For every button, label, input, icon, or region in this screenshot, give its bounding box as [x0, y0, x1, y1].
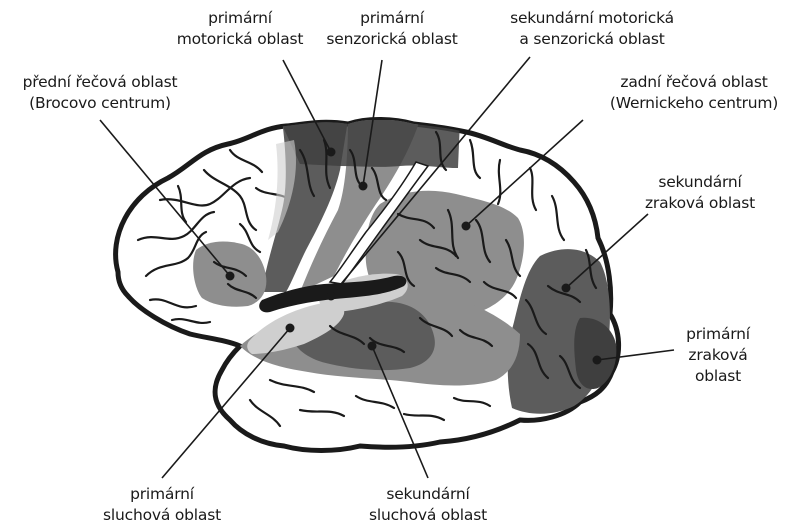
label-secondary-motor-sensory: sekundární motorická a senzorická oblast [510, 8, 674, 50]
label-wernicke: zadní řečová oblast (Wernickeho centrum) [610, 72, 778, 114]
label-secondary-visual: sekundární zraková oblast [645, 172, 755, 214]
label-primary-motor: primární motorická oblast [177, 8, 304, 50]
label-primary-sensory: primární senzorická oblast [326, 8, 457, 50]
label-primary-visual: primární zraková oblast [686, 324, 750, 387]
label-secondary-auditory: sekundární sluchová oblast [369, 484, 487, 526]
label-primary-auditory: primární sluchová oblast [103, 484, 221, 526]
label-broca: přední řečová oblast (Brocovo centrum) [23, 72, 178, 114]
